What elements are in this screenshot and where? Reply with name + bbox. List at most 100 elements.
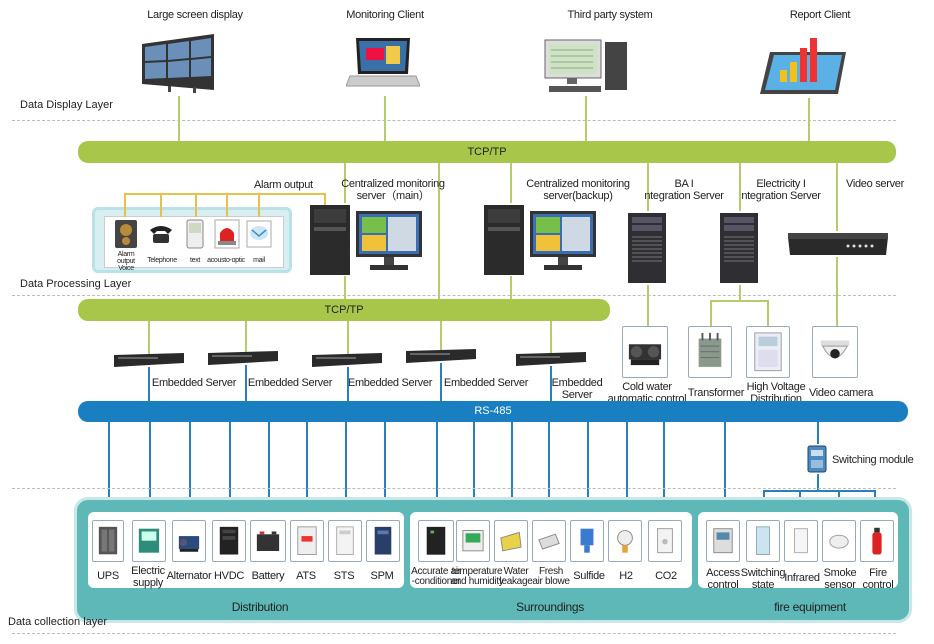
hvdc-cabinet-icon [219,526,239,555]
layer-label-collection: Data collection layer [8,616,108,628]
link-main-server [344,163,346,203]
ats-icon [297,526,317,555]
drop-sts [345,422,347,520]
link-embedded-5 [550,321,552,354]
device-temp [456,520,490,562]
embedded-server-icon-4 [406,349,476,363]
mail-icon [246,220,272,248]
spm-icon [374,526,392,555]
tcp-bus-middle: TCP/TP [78,299,610,321]
embedded-server-label-3: Embedded Server [347,377,433,389]
surr-label-sulfide: Sulfide [573,570,605,582]
tablet-chart-icon [760,38,846,94]
alarm-item-text-label: text [189,257,201,264]
link-processing-spine [438,163,440,299]
embedded-server-label-1: Embedded Server [151,377,237,389]
embedded-server-icon-3 [312,353,382,367]
link-electric-server [739,163,741,211]
switching-module-label: Switching module [832,454,914,466]
transformer-icon [698,332,722,367]
camera-label: Video camera [808,387,874,399]
gas-detector-icon [580,528,594,553]
link-backup-to-bus [510,276,512,299]
client-label-report: Report Client [789,9,851,21]
drop-aircon [436,422,438,520]
alarm-item-telephone-label: Telephone [147,257,177,264]
divider-collection [12,488,896,489]
dist-label-alternator: Alternator [166,570,212,582]
telephone-icon [150,226,172,243]
alarm-item-mail-label: mail [253,257,265,264]
device-ats [290,520,324,562]
ba-server-icon [628,213,666,283]
infrared-sensor-icon [794,528,808,554]
video-server-label: Video server [846,178,904,190]
smoke-sensor-icon [829,534,849,549]
camera-device [812,326,858,378]
dist-label-battery: Battery [251,570,285,582]
fire-label-smoke: Smoke sensor [823,567,857,591]
divider-bottom [12,633,896,634]
surr-label-h2: H2 [619,570,633,582]
client-label-third-party: Third party system [567,9,653,21]
client-label-large-screen: Large screen display [147,9,243,21]
link-ba-server [647,163,649,211]
drop-hvdc [229,422,231,520]
fire-extinguisher-icon [872,527,882,555]
drop-electric [149,422,151,520]
transformer-device [688,326,732,378]
embedded-server-label-5: Embedded Server [551,377,603,401]
co2-sensor-icon [657,528,673,554]
device-sulfide [570,520,604,562]
layer-label-display: Data Display Layer [20,99,113,111]
siren-icon [214,219,240,249]
device-h2 [608,520,642,562]
device-fire [860,520,894,562]
fire-label-infrared: Infrared [784,572,820,584]
ups-icon [98,526,118,555]
switch-state-icon [756,526,770,555]
fresh-air-icon [538,533,560,550]
link-embedded-2 [245,321,247,353]
device-aircon [418,520,454,562]
power-meter-icon [138,528,160,553]
switch-module-down [817,474,819,490]
h2-detector-icon [617,530,633,553]
alarm-wire-drop-4 [226,193,228,217]
dist-label-sts: STS [333,570,355,582]
rs485-link-e3 [347,367,349,401]
surr-label-fresh: Fresh air blowe [532,566,570,587]
access-control-icon [713,528,733,554]
phone-text-icon [186,219,204,249]
alarm-wire-riser [324,193,326,205]
rs485-link-e4 [440,363,442,401]
hv-device [746,326,790,378]
dist-label-hvdc: HVDC [214,570,244,582]
link-to-hv [767,300,769,326]
drop-fresh [548,422,550,520]
air-conditioner-icon [426,526,446,555]
nvr-icon [788,233,888,255]
group-title-fire: fire equipment [774,600,846,614]
chiller-icon [628,344,662,366]
link-large-screen [178,96,180,141]
dome-camera-icon [820,340,850,359]
ba-server-label: BA I ntegration Server [644,178,724,202]
drop-battery [268,422,270,520]
tcp-bus-middle-label: TCP/TP [324,304,364,316]
laptop-icon [346,38,420,87]
fire-label-switching: Switching state [740,567,786,591]
link-electric-branch [710,300,768,302]
switch-branch [763,490,875,492]
link-video-server [836,163,838,231]
video-wall-icon [142,34,214,93]
device-co2 [648,520,682,562]
dist-label-spm: SPM [370,570,394,582]
switching-module-icon [807,445,827,473]
link-electric-stem [739,285,741,301]
link-backup-server [510,163,512,203]
device-access [706,520,740,562]
device-smoke [822,520,856,562]
main-server-label: Centralized monitoring server（main） [341,178,445,202]
divider-display [12,120,896,121]
